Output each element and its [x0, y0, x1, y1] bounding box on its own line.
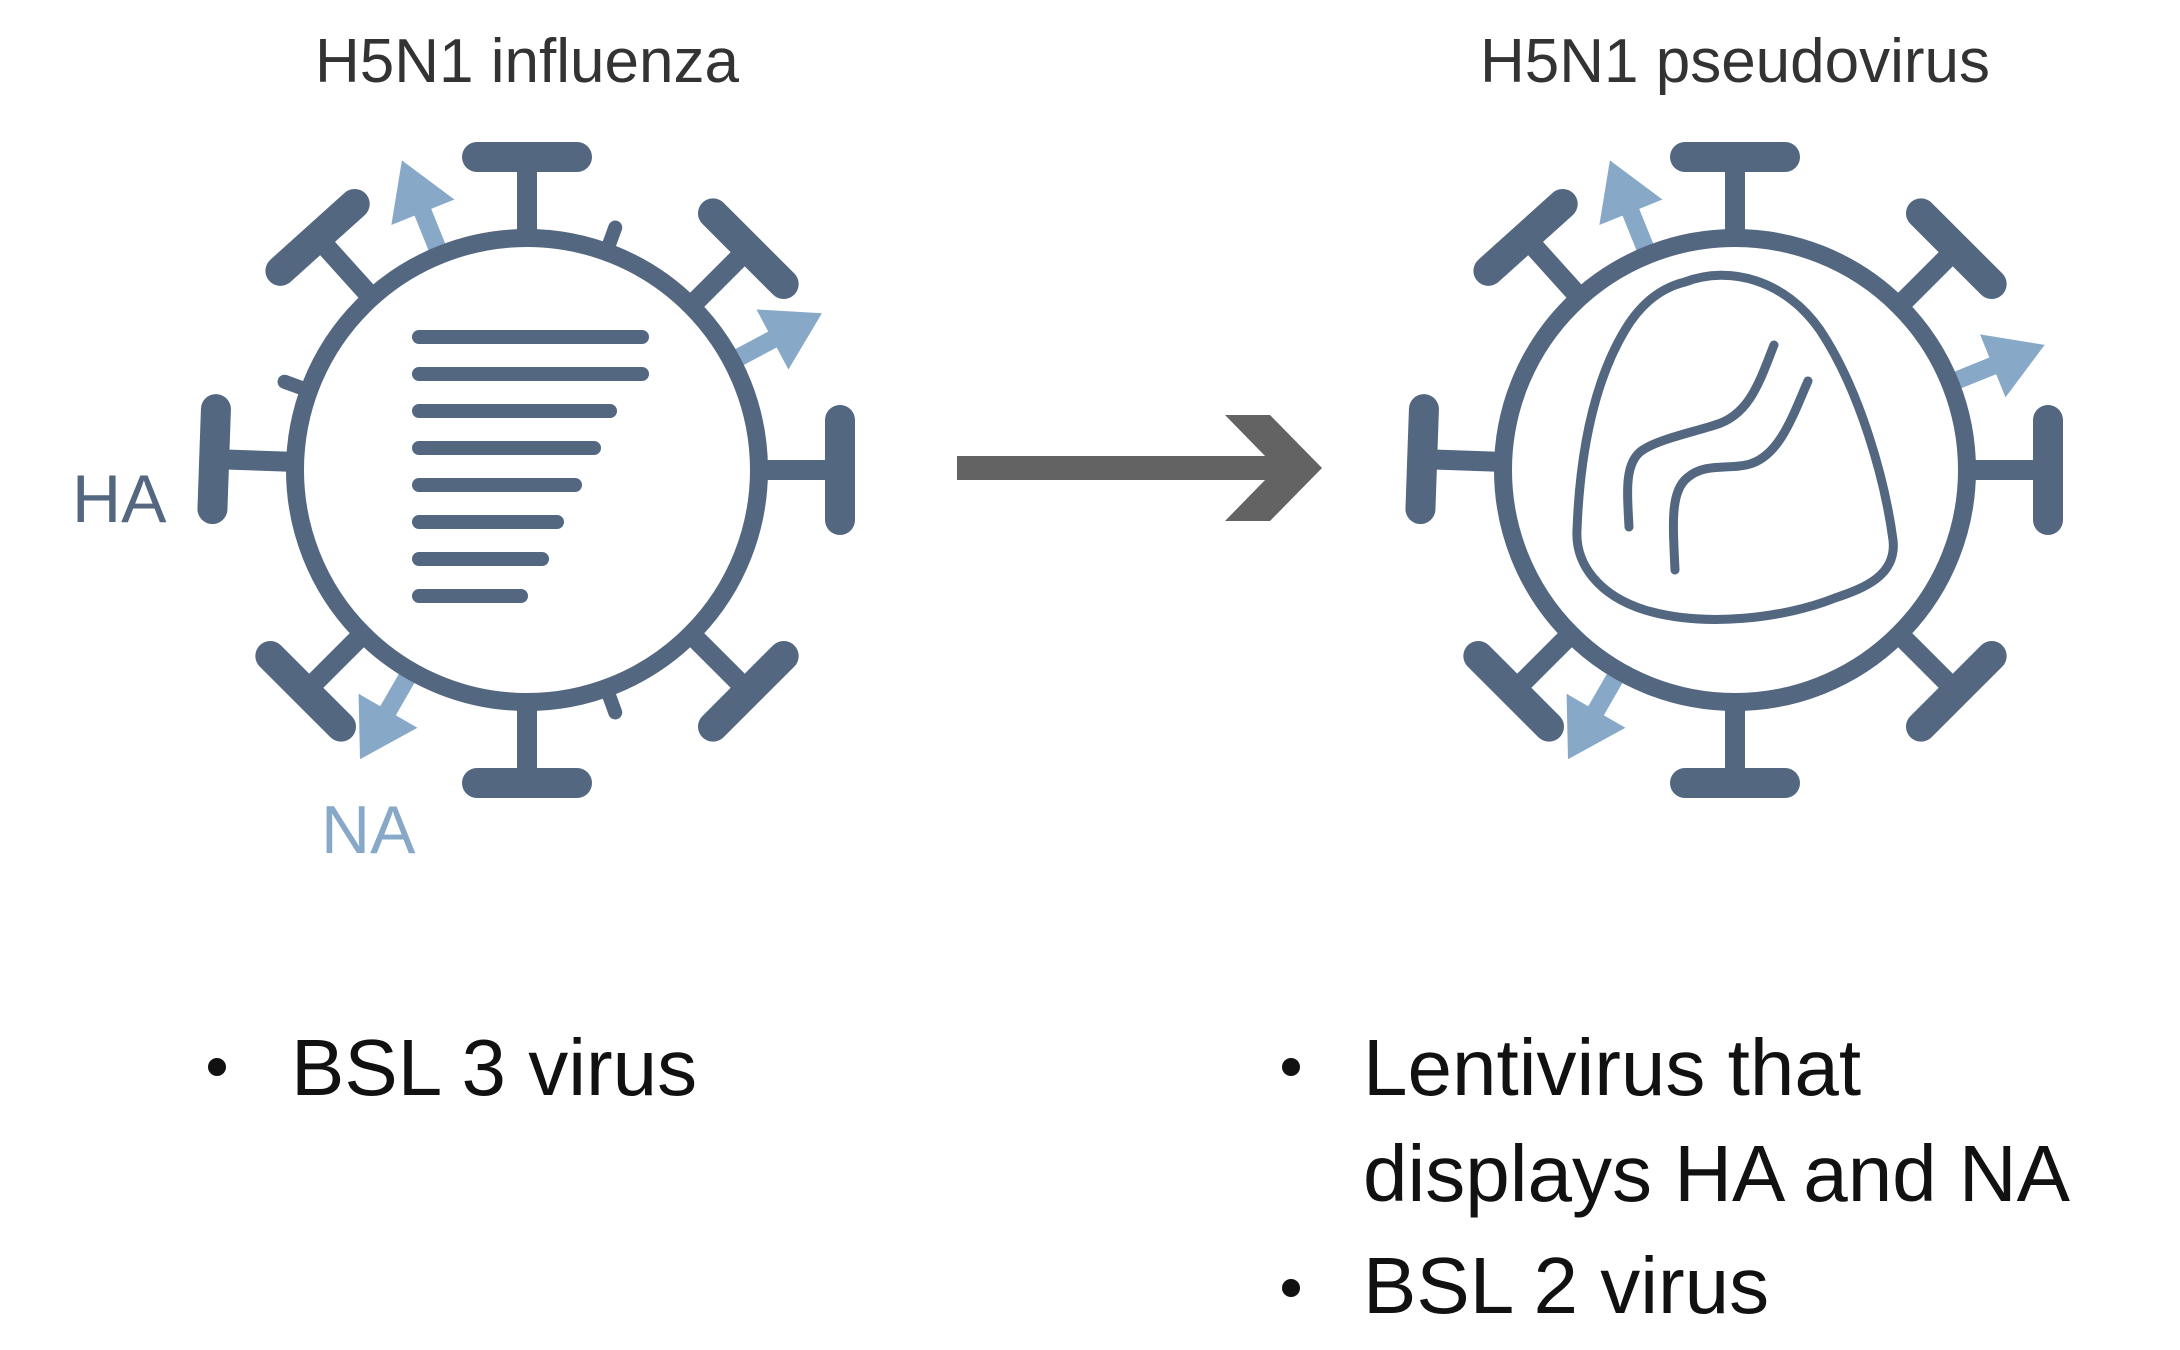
right-arrow-icon: [957, 415, 1322, 521]
left-bullet-dot: [208, 1058, 226, 1076]
right-title: H5N1 pseudovirus: [1480, 27, 1990, 96]
influenza-virion: [212, 148, 840, 783]
right-bullet-dot-2: [1282, 1279, 1300, 1297]
rna-strand-2: [1668, 376, 1813, 575]
influenza-envelope: [286, 229, 768, 711]
left-title: H5N1 influenza: [315, 27, 739, 96]
genome-segments: [412, 330, 649, 603]
right-bullet-text-1: Lentivirus that displays HA and NA: [1363, 1023, 2071, 1218]
left-bullet-text: BSL 3 virus: [291, 1023, 698, 1112]
pseudovirus-virion: [1420, 148, 2057, 783]
lentiviral-capsid: [1572, 270, 1898, 624]
rna-strand-1: [1623, 340, 1779, 532]
right-bullet-text-2: BSL 2 virus: [1363, 1241, 1770, 1330]
ha-label: HA: [72, 461, 167, 537]
right-bullet-dot-1: [1282, 1058, 1300, 1076]
na-label: NA: [321, 792, 416, 868]
